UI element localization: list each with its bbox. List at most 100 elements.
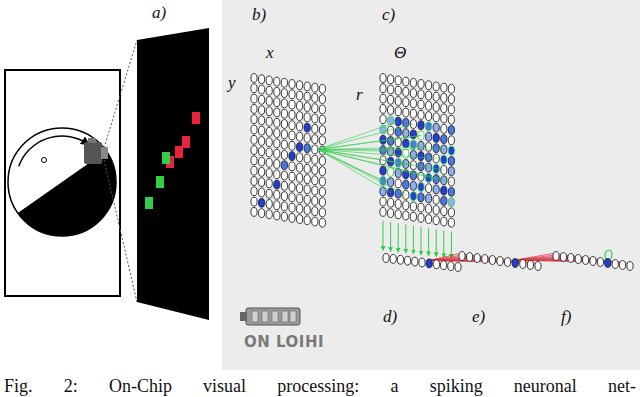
hough-neuron bbox=[433, 144, 439, 153]
input-neuron bbox=[274, 98, 280, 107]
input-neuron bbox=[297, 112, 303, 121]
figure-caption: Fig. 2: On-Chip visual processing: a spi… bbox=[4, 376, 636, 396]
hough-neuron bbox=[418, 152, 424, 161]
input-neuron bbox=[281, 120, 287, 129]
hough-neuron bbox=[388, 198, 394, 207]
angle-neuron bbox=[419, 258, 425, 267]
hough-neuron bbox=[410, 192, 416, 201]
input-neuron bbox=[281, 181, 287, 190]
input-neuron bbox=[281, 151, 287, 160]
input-neuron bbox=[266, 169, 272, 178]
input-neuron bbox=[281, 192, 287, 201]
hough-neuron bbox=[410, 212, 416, 221]
on-event bbox=[175, 146, 183, 158]
input-neuron bbox=[266, 107, 272, 116]
hough-neuron bbox=[433, 134, 439, 143]
input-neuron bbox=[259, 106, 265, 115]
synapse bbox=[318, 149, 436, 179]
axis-label: y bbox=[228, 74, 236, 92]
input-neuron bbox=[304, 82, 310, 91]
hough-neuron bbox=[380, 94, 386, 103]
angle-neuron bbox=[426, 259, 432, 268]
input-neuron bbox=[297, 194, 303, 203]
input-neuron bbox=[304, 113, 310, 122]
hough-neuron bbox=[448, 198, 454, 207]
synapse bbox=[318, 149, 444, 170]
input-neuron bbox=[281, 140, 287, 149]
input-neuron bbox=[304, 134, 310, 143]
input-neuron bbox=[289, 100, 295, 109]
hough-neuron bbox=[448, 115, 454, 124]
input-neuron bbox=[319, 218, 325, 227]
input-neuron bbox=[312, 166, 318, 175]
axis-label: Θ bbox=[394, 44, 406, 62]
wta-neuron bbox=[497, 257, 503, 266]
hough-neuron bbox=[395, 107, 401, 116]
hough-neuron bbox=[441, 186, 447, 195]
hough-neuron bbox=[388, 95, 394, 104]
projection-arrow bbox=[436, 229, 437, 256]
hough-neuron bbox=[418, 80, 424, 89]
hough-neuron bbox=[388, 137, 394, 146]
axis-label: r bbox=[356, 86, 363, 104]
input-neuron bbox=[259, 157, 265, 166]
input-neuron bbox=[266, 97, 272, 106]
loihi-connector bbox=[240, 312, 247, 321]
input-neuron bbox=[266, 200, 272, 209]
input-neuron bbox=[266, 179, 272, 188]
input-neuron bbox=[266, 86, 272, 95]
panel-letter: d) bbox=[383, 308, 397, 326]
hough-neuron bbox=[433, 216, 439, 225]
input-neuron bbox=[312, 145, 318, 154]
input-neuron bbox=[266, 138, 272, 147]
memory-neuron bbox=[575, 255, 581, 264]
disk-black-half bbox=[18, 151, 116, 236]
synapse bbox=[318, 124, 414, 149]
hough-neuron bbox=[395, 86, 401, 95]
input-neuron bbox=[304, 144, 310, 153]
hough-neuron bbox=[441, 155, 447, 164]
memory-neuron bbox=[605, 259, 611, 268]
input-neuron bbox=[251, 156, 257, 165]
hough-neuron bbox=[403, 211, 409, 220]
input-neuron bbox=[259, 85, 265, 94]
hough-neuron bbox=[403, 98, 409, 107]
hough-neuron bbox=[380, 84, 386, 93]
input-neuron bbox=[312, 217, 318, 226]
hough-neuron bbox=[426, 101, 432, 110]
hough-neuron bbox=[448, 167, 454, 176]
hough-neuron bbox=[403, 149, 409, 158]
hough-neuron bbox=[418, 141, 424, 150]
angle-neuron bbox=[383, 254, 389, 263]
projection-line bbox=[104, 40, 137, 148]
hough-neuron bbox=[395, 210, 401, 219]
input-neuron bbox=[312, 155, 318, 164]
panel-letter: a) bbox=[152, 4, 166, 22]
disk-center bbox=[42, 158, 47, 163]
synapse bbox=[318, 149, 414, 165]
off-event bbox=[162, 152, 170, 164]
input-neuron bbox=[319, 126, 325, 135]
wta-neuron bbox=[489, 256, 495, 265]
hough-neuron bbox=[433, 103, 439, 112]
hough-neuron bbox=[448, 146, 454, 155]
hough-neuron bbox=[418, 121, 424, 130]
hough-neuron bbox=[433, 113, 439, 122]
off-event bbox=[156, 176, 164, 188]
on-event bbox=[182, 136, 190, 148]
input-neuron bbox=[297, 174, 303, 183]
input-neuron bbox=[251, 177, 257, 186]
recurrent-loop bbox=[605, 250, 612, 259]
hough-neuron bbox=[426, 112, 432, 121]
hough-neuron bbox=[410, 109, 416, 118]
input-neuron bbox=[289, 111, 295, 120]
projection-arrow bbox=[421, 227, 422, 255]
hough-neuron bbox=[410, 78, 416, 87]
input-neuron bbox=[297, 91, 303, 100]
hough-neuron bbox=[448, 187, 454, 196]
hough-neuron bbox=[410, 89, 416, 98]
memory-neuron bbox=[568, 254, 574, 263]
input-neuron bbox=[259, 147, 265, 156]
input-neuron bbox=[304, 195, 310, 204]
hough-neuron bbox=[441, 124, 447, 133]
